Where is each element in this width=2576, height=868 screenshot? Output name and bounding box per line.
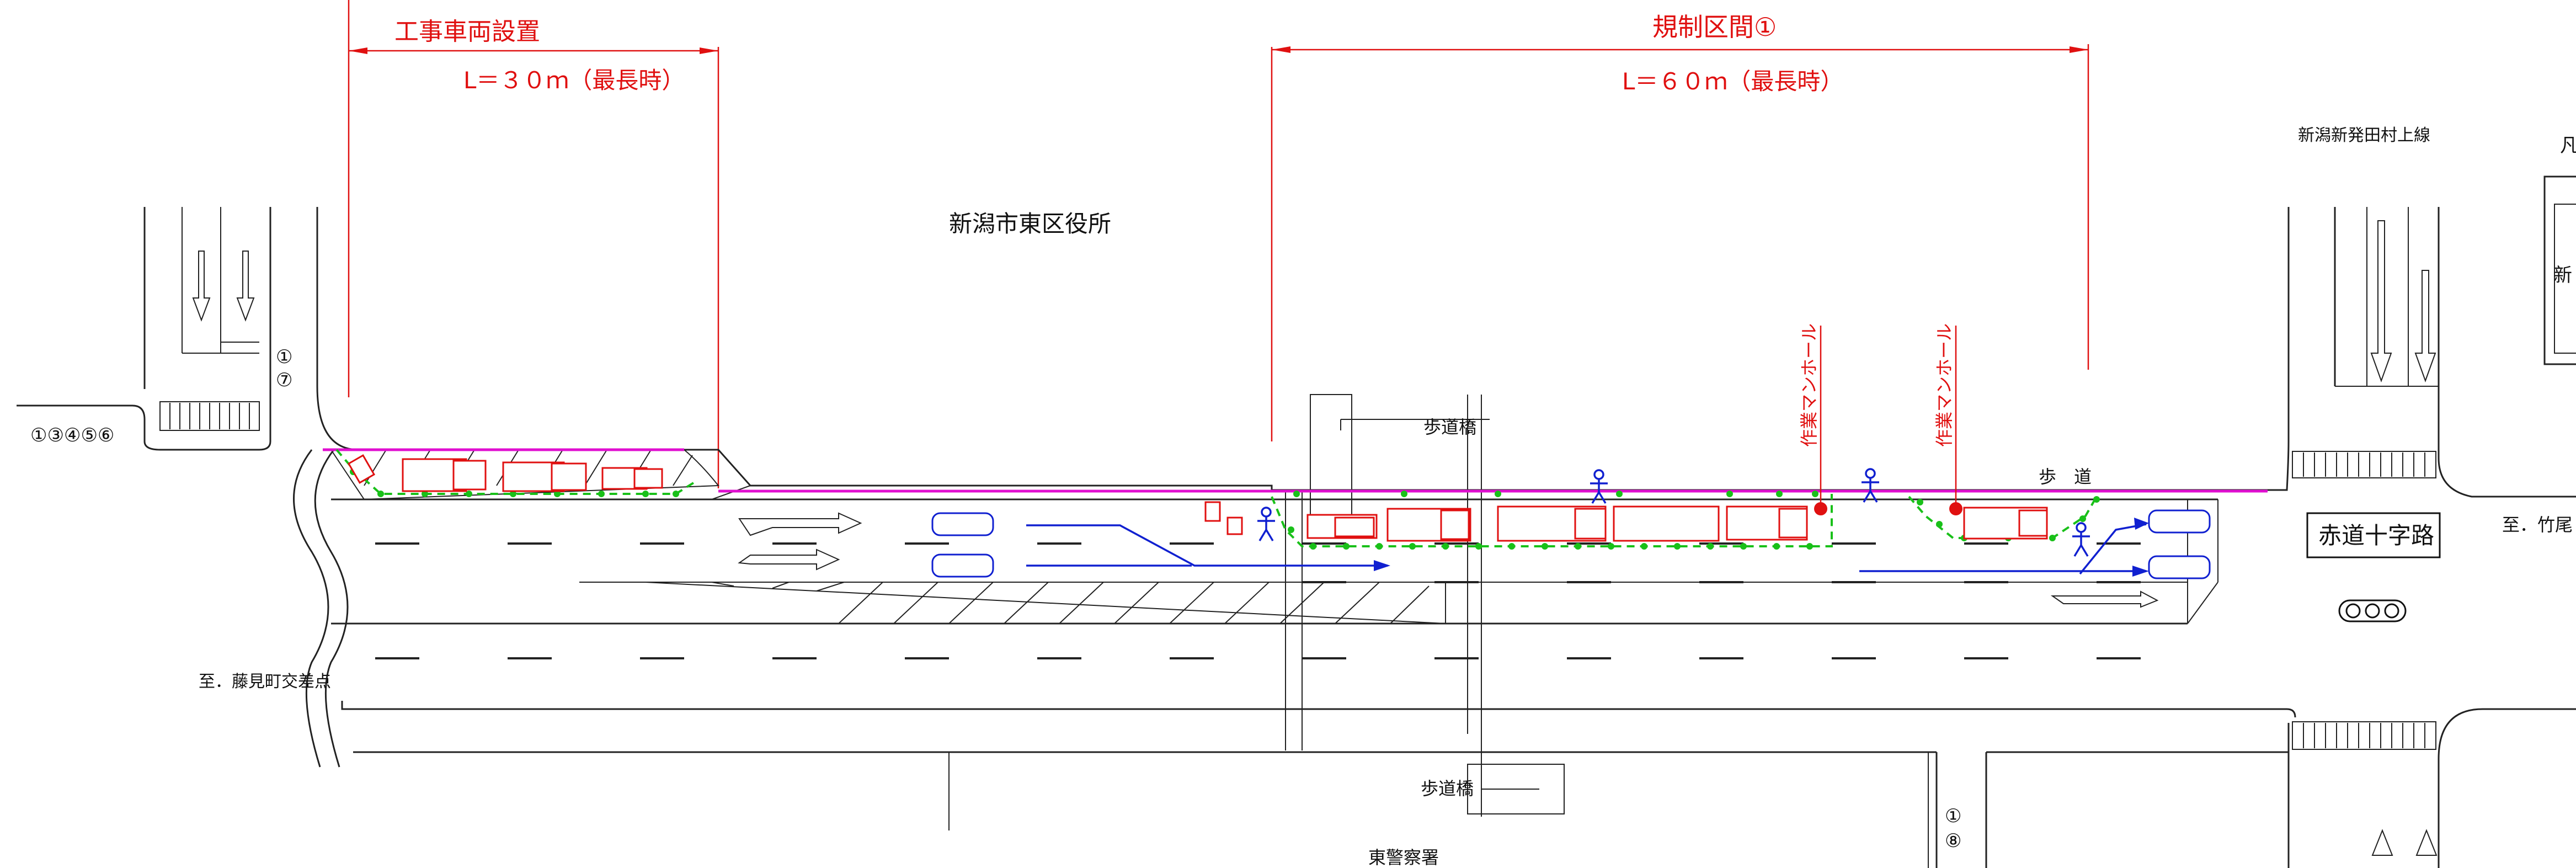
- legend-box: [2543, 175, 2576, 365]
- lane-markings: [375, 542, 2188, 659]
- traffic-flow-arrows: [1026, 518, 2149, 577]
- signal-left-label: ①③④⑤⑥: [30, 424, 114, 446]
- cone-barrier-center: [1271, 491, 1833, 550]
- pedestrian-bridge-bottom-label: 歩道橋: [1421, 778, 1474, 799]
- side-road-arrows: [192, 220, 2438, 856]
- regulated-curb-line: [323, 448, 2268, 493]
- crosswalk-left: [159, 401, 260, 431]
- cone-barrier-left: [335, 449, 699, 497]
- signal-icon: [2338, 599, 2407, 622]
- construction-vehicle-label: 工事車両設置: [394, 18, 540, 46]
- pedestrian-bridge: [1285, 394, 1565, 817]
- hatched-zebra-taper: [645, 582, 1446, 625]
- crosswalk-right-top: [2292, 451, 2436, 478]
- legend-char: 凡: [2560, 135, 2576, 157]
- to-fujimi-label: 至．藤見町交差点: [199, 672, 331, 691]
- construction-vehicles-center: [1204, 501, 2048, 542]
- road-outline: [17, 207, 2576, 868]
- crosswalk-right-bottom: [2292, 721, 2436, 750]
- intersection-name-label: 赤道十字路: [2318, 522, 2434, 549]
- sidewalk-label: 歩 道: [2039, 466, 2092, 487]
- construction-vehicles-left: [347, 454, 663, 492]
- legend-side-char: 新: [2553, 264, 2572, 286]
- to-takeo-label: 至．竹尾: [2502, 514, 2573, 535]
- manhole-markers: [1814, 326, 1962, 515]
- manhole-work-label-1: 作業マンホール: [1799, 323, 1820, 447]
- regulation-section-label: 規制区間①: [1652, 12, 1777, 42]
- manhole-work-label-2: 作業マンホール: [1934, 323, 1955, 447]
- route-name-label: 新潟新発田村上線: [2298, 126, 2430, 145]
- worker-icons: [1257, 468, 2090, 557]
- dimension-30m: [348, 0, 719, 488]
- intersection-name-box: [2306, 512, 2441, 558]
- length-30-label: L＝３０ｍ（最長時）: [463, 67, 685, 94]
- length-60-label: L＝６０ｍ（最長時）: [1622, 68, 1843, 95]
- signal-bottom-label-2: ⑧: [1945, 830, 1961, 852]
- road-arrows: [738, 512, 2159, 608]
- traffic-cars: [931, 509, 2211, 579]
- pedestrian-bridge-top-label: 歩道橋: [1423, 417, 1476, 438]
- signal-top-label-1: ①: [276, 346, 292, 368]
- signal-bottom-label-1: ①: [1945, 805, 1961, 827]
- city-office-label: 新潟市東区役所: [949, 210, 1111, 237]
- dimension-60m: [1271, 44, 2089, 441]
- signal-top-label-2: ⑦: [276, 369, 292, 391]
- police-station-label: 東警察署: [1368, 847, 1439, 868]
